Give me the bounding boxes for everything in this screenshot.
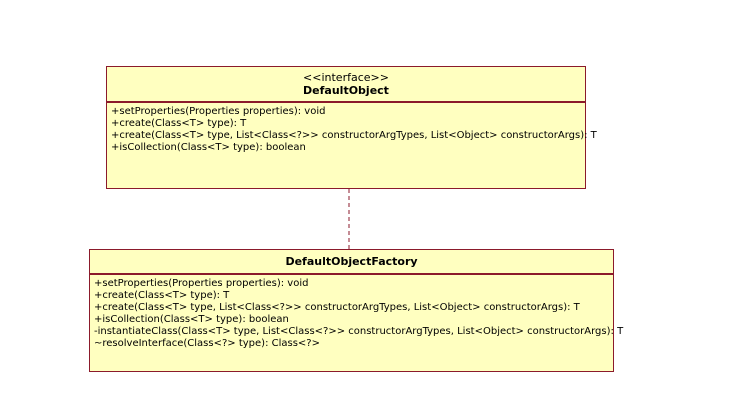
operation: +create(Class<T> type): T bbox=[111, 118, 247, 129]
operation: ~resolveInterface(Class<?> type): Class<… bbox=[94, 338, 320, 349]
operation: +create(Class<T> type): T bbox=[94, 290, 230, 301]
implementation-class-box[interactable]: DefaultObjectFactory +setProperties(Prop… bbox=[89, 249, 624, 372]
implementation-class-name: DefaultObjectFactory bbox=[285, 255, 418, 268]
interface-class-name: DefaultObject bbox=[303, 84, 389, 97]
operation: +isCollection(Class<T> type): boolean bbox=[111, 142, 306, 153]
implementation-operations-compartment: +setProperties(Properties properties): v… bbox=[90, 275, 624, 350]
operation: -instantiateClass(Class<T> type, List<Cl… bbox=[94, 326, 624, 337]
implementation-class-header: DefaultObjectFactory bbox=[90, 250, 613, 274]
operation: +setProperties(Properties properties): v… bbox=[111, 106, 326, 117]
interface-operations-compartment: +setProperties(Properties properties): v… bbox=[107, 103, 597, 154]
interface-stereotype: <<interface>> bbox=[303, 71, 389, 84]
operation: +create(Class<T> type, List<Class<?>> co… bbox=[94, 302, 580, 313]
operation: +setProperties(Properties properties): v… bbox=[94, 278, 309, 289]
operation: +isCollection(Class<T> type): boolean bbox=[94, 314, 289, 325]
interface-class-header: <<interface>> DefaultObject bbox=[107, 67, 585, 102]
interface-class-box[interactable]: <<interface>> DefaultObject +setProperti… bbox=[106, 66, 597, 189]
operation: +create(Class<T> type, List<Class<?>> co… bbox=[111, 130, 597, 141]
interface-attributes-compartment bbox=[107, 102, 585, 103]
implementation-attributes-compartment bbox=[90, 274, 613, 275]
